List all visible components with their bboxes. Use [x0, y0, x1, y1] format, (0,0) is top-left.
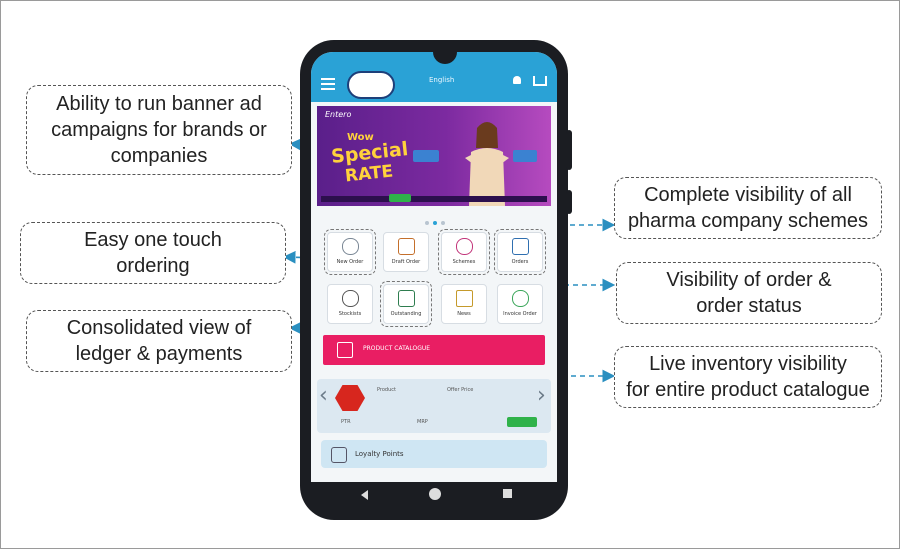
camera-notch [433, 52, 457, 64]
callout-ledger-payments: Consolidated view of ledger & payments [26, 310, 292, 372]
promo-banner[interactable]: Entero Wow Special RATE [317, 106, 551, 206]
tile-new-order[interactable]: New Order [324, 229, 376, 275]
tile-news[interactable]: News [441, 284, 487, 324]
app-logo [347, 71, 395, 99]
orders-icon [512, 238, 529, 255]
callout-pharma-schemes: Complete visibility of all pharma compan… [614, 177, 882, 239]
banner-tag [513, 150, 537, 162]
loyalty-icon [331, 447, 347, 463]
tile-draft-order[interactable]: Draft Order [383, 232, 429, 272]
catalogue-icon [337, 342, 353, 358]
banner-rate-text: RATE [344, 161, 395, 187]
back-icon[interactable] [361, 490, 368, 500]
invoice-icon [512, 290, 529, 307]
status-bar [311, 52, 557, 66]
product-carousel: ‹ Product Offer Price PTR MRP › [317, 379, 551, 433]
tile-schemes[interactable]: Schemes [438, 229, 490, 275]
news-icon [456, 290, 473, 307]
banner-wow-text: Wow [347, 132, 374, 143]
callout-banner-ads-text: Ability to run banner ad campaigns for b… [51, 93, 267, 167]
android-nav-bar [311, 482, 557, 508]
loyalty-label: Loyalty Points [355, 450, 404, 458]
banner-cta-button[interactable] [389, 194, 411, 202]
banner-pagination[interactable] [423, 210, 447, 229]
chevron-left-icon[interactable]: ‹ [319, 383, 328, 408]
mrp-label: MRP [417, 419, 428, 425]
chevron-right-icon[interactable]: › [537, 383, 546, 408]
app-header: English [311, 66, 557, 102]
callout-schemes-text: Complete visibility of all pharma compan… [627, 184, 869, 232]
wallet-icon [398, 290, 415, 307]
tile-outstanding[interactable]: Outstanding [380, 281, 432, 327]
tile-label: Orders [511, 259, 529, 265]
phone-volume-button [566, 130, 572, 170]
basket-icon [398, 238, 415, 255]
top-selling-badge [335, 385, 365, 411]
add-to-cart-button[interactable] [507, 417, 537, 427]
plus-icon [342, 238, 359, 255]
tile-orders[interactable]: Orders [494, 229, 546, 275]
callout-banner-ads: Ability to run banner ad campaigns for b… [26, 85, 292, 175]
phone-power-button [566, 190, 572, 214]
banner-tag [413, 150, 439, 162]
offer-price-label: Offer Price [447, 387, 474, 393]
tile-label: Stockists [338, 311, 362, 317]
callout-one-touch-text: Easy one touch ordering [84, 229, 222, 277]
callout-order-status-text: Visibility of order & order status [666, 269, 832, 317]
tile-label: Draft Order [391, 259, 421, 265]
product-catalogue-button[interactable]: PRODUCT CATALOGUE [323, 335, 545, 365]
banner-footer-strip [321, 196, 547, 202]
stockist-icon [342, 290, 359, 307]
tile-stockists[interactable]: Stockists [327, 284, 373, 324]
notification-bell-icon[interactable] [513, 76, 521, 84]
tile-invoice-order[interactable]: Invoice Order [497, 284, 543, 324]
cart-icon[interactable] [533, 76, 547, 86]
tile-label: Schemes [452, 259, 476, 265]
scheme-icon [456, 238, 473, 255]
tile-label: New Order [336, 259, 364, 265]
ptr-label: PTR [341, 419, 351, 425]
callout-inventory: Live inventory visibility for entire pro… [614, 346, 882, 408]
callout-inventory-text: Live inventory visibility for entire pro… [626, 353, 870, 401]
product-label: Product [377, 387, 396, 393]
callout-order-status: Visibility of order & order status [616, 262, 882, 324]
banner-brand: Entero [325, 110, 352, 119]
phone-screen: English Entero Wow Special RATE New Orde… [311, 52, 557, 482]
hamburger-menu-icon[interactable] [321, 78, 335, 90]
callout-one-touch-ordering: Easy one touch ordering [20, 222, 286, 284]
catalogue-label: PRODUCT CATALOGUE [363, 345, 431, 352]
home-icon[interactable] [429, 488, 441, 500]
loyalty-points-card[interactable]: Loyalty Points [321, 440, 547, 468]
recents-icon[interactable] [503, 489, 512, 498]
callout-ledger-text: Consolidated view of ledger & payments [66, 317, 252, 365]
banner-model-image [465, 122, 509, 206]
tile-label: Invoice Order [503, 311, 537, 317]
language-selector[interactable]: English [429, 76, 455, 84]
tile-label: News [457, 311, 471, 317]
tile-label: Outstanding [390, 311, 422, 317]
